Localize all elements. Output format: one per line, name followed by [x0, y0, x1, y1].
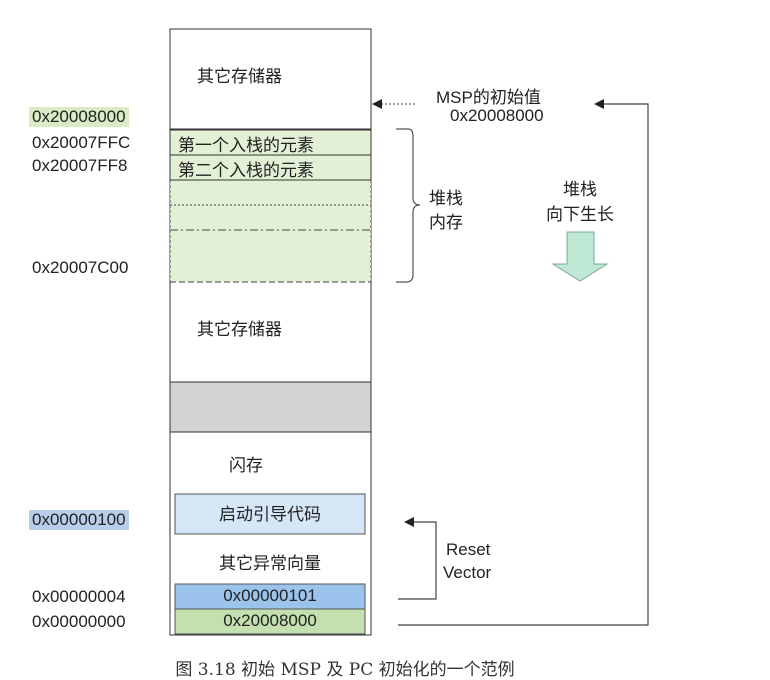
stack-brace [396, 128, 421, 283]
msp-label: MSP的初始值 [436, 88, 541, 107]
boot-code-box [174, 493, 366, 535]
stack-memory-line1: 堆栈 [429, 189, 463, 209]
stack-growth-line1: 堆栈 [563, 180, 597, 200]
gray-block [169, 381, 372, 433]
address-20007FFC: 0x20007FFC [32, 133, 131, 152]
reset-vector-box [174, 583, 366, 610]
stack-item-1-box [169, 129, 372, 156]
reset-vector-value: 0x00000101 [223, 586, 317, 605]
address-20008000: 0x20008000 [29, 107, 129, 127]
stack-down-arrow [551, 231, 609, 282]
boot-code-label: 启动引导代码 [219, 505, 321, 525]
figure-caption: 图 3.18 初始 MSP 及 PC 初始化的一个范例 [175, 660, 515, 680]
memory-column [169, 28, 372, 636]
stack-item-2-label: 第二个入栈的元素 [178, 161, 314, 181]
stack-memory-line2: 内存 [429, 213, 463, 233]
address-00000004: 0x00000004 [32, 587, 126, 606]
address-00000000: 0x00000000 [32, 612, 126, 631]
reset-loop-line [398, 521, 437, 600]
other-vectors-label: 其它异常向量 [219, 554, 321, 574]
msp-value-box [174, 608, 366, 635]
msp-initial-value: 0x20008000 [223, 611, 317, 630]
address-00000100: 0x00000100 [29, 510, 129, 530]
other-memory-top-label: 其它存储器 [197, 67, 282, 87]
stack-item-2-box [169, 154, 372, 181]
msp-arrow-head [372, 99, 382, 109]
address-20007C00: 0x20007C00 [32, 258, 129, 277]
stack-growth-line2: 向下生长 [546, 205, 614, 225]
flash-label: 闪存 [229, 456, 263, 476]
reset-label-line2: Vector [443, 563, 492, 582]
msp-loop-line [398, 103, 649, 626]
other-memory-mid-label: 其它存储器 [197, 320, 282, 340]
msp-value-label: 0x20008000 [450, 106, 544, 125]
address-20007FF8: 0x20007FF8 [32, 156, 128, 175]
reset-label-line1: Reset [446, 540, 491, 559]
stack-item-1-label: 第一个入栈的元素 [178, 136, 314, 156]
